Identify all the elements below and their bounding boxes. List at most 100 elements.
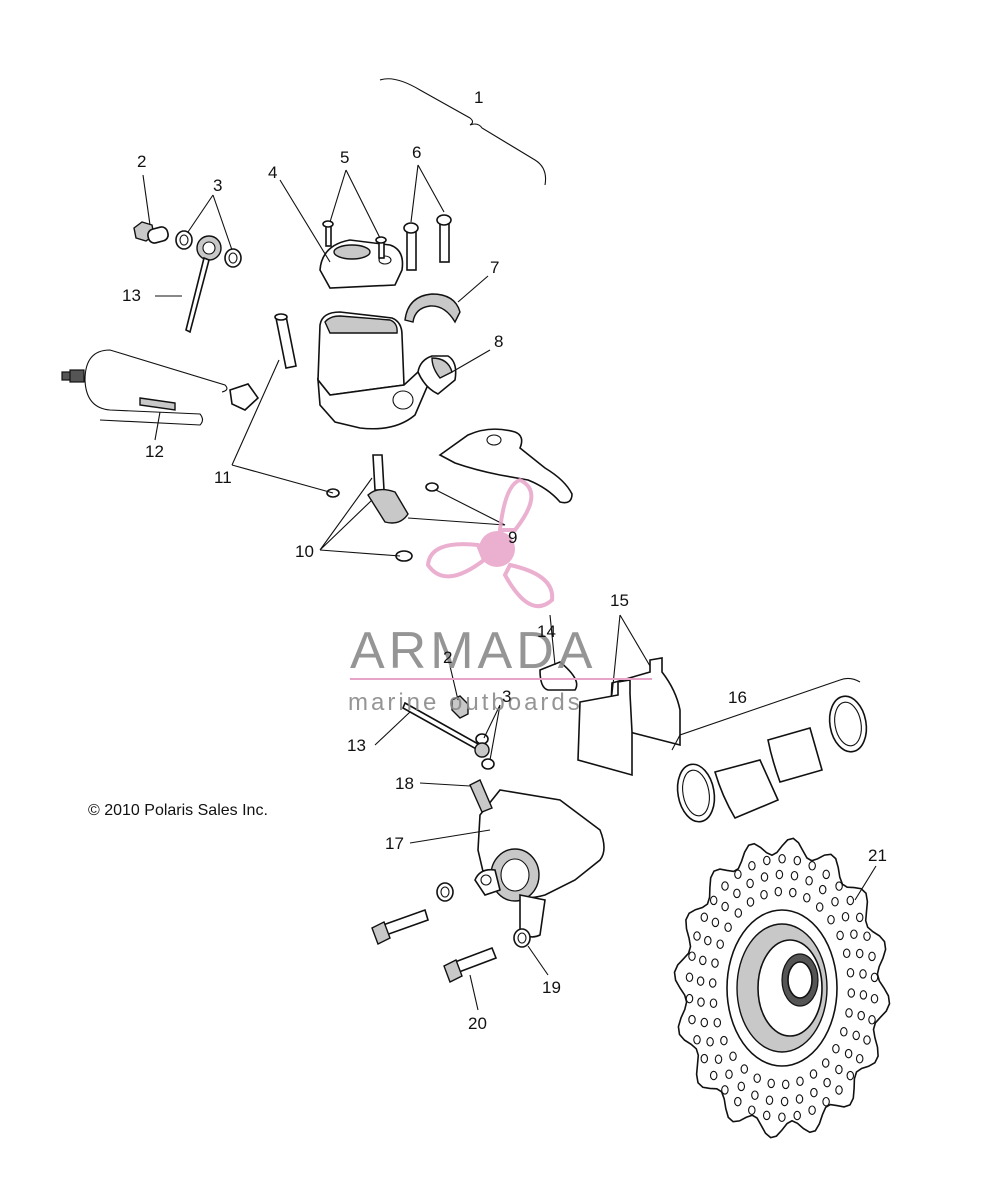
callout-labels: 1 2 3 4 5 6 7 8 9 10 11 12 13 14 15 16 1… — [122, 88, 887, 1033]
disc-hole — [685, 972, 694, 983]
disc-hole — [796, 1076, 804, 1087]
disc-hole — [822, 869, 830, 880]
disc-hole — [693, 931, 701, 941]
disc-hole — [832, 1043, 840, 1054]
washer-lower-b — [481, 758, 495, 770]
callout-16: 16 — [728, 688, 747, 707]
disc-hole — [846, 1070, 855, 1081]
bleed-screw — [469, 779, 493, 813]
pivot-pin — [274, 313, 297, 369]
disc-hole — [863, 1035, 871, 1045]
disc-hole — [855, 912, 864, 923]
cap-screws — [322, 220, 387, 259]
disc-hole — [709, 998, 718, 1008]
disc-hole — [803, 893, 811, 903]
disc-hole — [763, 855, 771, 866]
disc-hole — [713, 1017, 722, 1028]
clamp-bolts — [403, 214, 452, 271]
disc-hole — [805, 876, 813, 886]
disc-hole — [704, 935, 712, 946]
disc-hole — [840, 1027, 848, 1037]
disc-hole — [697, 997, 705, 1007]
callout-2-lower: 2 — [443, 648, 452, 667]
banjo-bolt-upper — [133, 221, 169, 244]
disc-hole — [746, 878, 754, 889]
disc-hole — [696, 976, 705, 986]
callout-15: 15 — [610, 591, 629, 610]
disc-hole — [740, 1064, 749, 1074]
disc-hole — [709, 1070, 718, 1081]
disc-hole — [708, 978, 717, 988]
disc-hole — [734, 1096, 742, 1107]
pad-pin — [539, 661, 578, 691]
disc-hole — [822, 1096, 830, 1107]
disc-hole — [760, 872, 769, 882]
disc-hole — [846, 968, 855, 978]
disc-hole — [711, 917, 720, 928]
disc-hole — [868, 951, 876, 962]
callout-3: 3 — [213, 176, 222, 195]
disc-hole — [835, 1085, 843, 1095]
disc-hole — [685, 993, 694, 1004]
disc-hole — [714, 1054, 723, 1065]
disc-hole — [706, 1037, 714, 1047]
disc-hole — [700, 1053, 709, 1064]
reservoir-cap — [319, 239, 404, 289]
disc-hole — [725, 1069, 733, 1080]
disc-hole — [790, 870, 799, 881]
disc-hole — [859, 990, 868, 1000]
disc-hole — [733, 888, 741, 899]
disc-hole — [815, 902, 824, 912]
handlebar-clamp-top — [404, 293, 461, 324]
assembly-bracket — [379, 78, 547, 186]
disc-hole — [748, 1105, 756, 1115]
callout-13-lower: 13 — [347, 736, 366, 755]
disc-hole — [821, 1058, 830, 1068]
disc-hole — [762, 1110, 771, 1121]
disc-hole — [870, 993, 879, 1004]
disc-hole — [850, 929, 858, 939]
disc-hole — [709, 895, 718, 906]
disc-hole — [711, 958, 719, 968]
callout-21: 21 — [868, 846, 887, 865]
disc-hole — [746, 897, 755, 907]
disc-hole — [716, 939, 724, 949]
disc-hole — [842, 948, 851, 959]
brake-caliper — [474, 789, 605, 938]
disc-hole — [835, 1064, 843, 1075]
callout-8: 8 — [494, 332, 503, 351]
callout-14: 14 — [537, 622, 556, 641]
disc-hole — [855, 948, 864, 959]
callout-7: 7 — [490, 258, 499, 277]
disc-hole — [836, 930, 844, 941]
disc-hole — [751, 1090, 759, 1100]
disc-hole — [795, 1094, 804, 1104]
disc-hole — [808, 861, 816, 871]
callout-12: 12 — [145, 442, 164, 461]
callout-17: 17 — [385, 834, 404, 853]
disc-hole — [688, 1014, 696, 1025]
disc-hole — [852, 1030, 860, 1041]
disc-hole — [808, 1105, 816, 1115]
disc-hole — [734, 869, 742, 880]
callout-20: 20 — [468, 1014, 487, 1033]
banjo-bolt-lower — [451, 695, 469, 719]
disc-hole — [855, 1053, 864, 1064]
disc-hole — [809, 1069, 818, 1079]
leader-lines — [142, 164, 877, 1011]
master-cylinder-body — [316, 311, 431, 430]
disc-hole — [780, 1096, 789, 1107]
callout-19: 19 — [542, 978, 561, 997]
disc-hole — [793, 1110, 801, 1121]
brake-hose-upper — [185, 235, 222, 334]
disc-hole — [720, 1035, 728, 1046]
disc-hole — [870, 972, 879, 983]
caliper-bolts — [371, 908, 498, 983]
callout-2: 2 — [137, 152, 146, 171]
disc-hole — [810, 1087, 818, 1098]
disc-hole — [737, 1081, 746, 1092]
brake-hose-lower — [401, 701, 490, 758]
disc-hole — [721, 1085, 729, 1095]
